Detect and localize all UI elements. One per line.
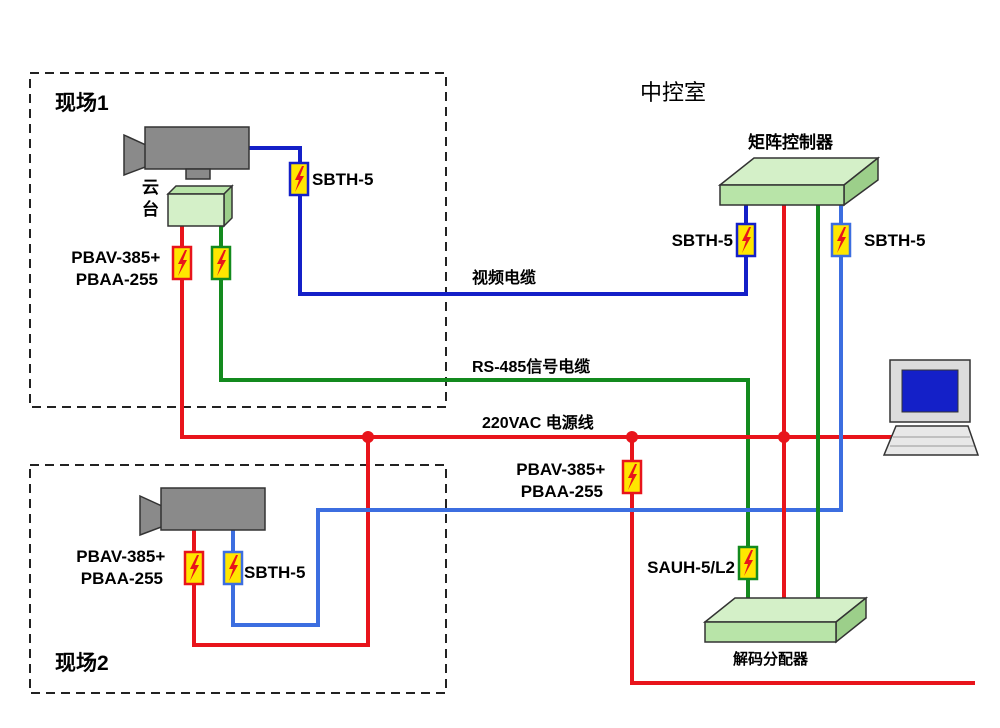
- lightning-icon: [295, 166, 304, 192]
- power-line-label: 220VAC 电源线: [482, 413, 594, 432]
- pbav-site2-line2: PBAA-255: [81, 569, 163, 588]
- sbth-site1-video-protector: [288, 161, 310, 197]
- ptz-label-line: 台: [142, 199, 159, 219]
- power-junction: [778, 431, 790, 443]
- ptz-label: 云 台: [142, 178, 164, 219]
- site2-title: 现场2: [55, 652, 109, 675]
- decoder-icon: [702, 596, 869, 644]
- rs485-cable-label: RS-485信号电缆: [472, 357, 590, 376]
- sbth-matrix-left-protector: [735, 222, 757, 258]
- pbav-center-protector: [621, 459, 643, 495]
- sauh-protector: [737, 545, 759, 581]
- lightning-icon: [178, 250, 187, 276]
- control-room-title: 中控室: [640, 80, 706, 105]
- sbth-site1-video-label: SBTH-5: [312, 170, 373, 189]
- lightning-icon: [837, 227, 846, 253]
- decoder-label: 解码分配器: [733, 650, 809, 668]
- site1-camera-icon: [123, 126, 250, 180]
- pbav-site1-label: PBAV-385+ PBAA-255: [71, 248, 165, 289]
- video-cable-label: 视频电缆: [472, 268, 536, 287]
- matrix-label: 矩阵控制器: [748, 132, 834, 152]
- ptz-label-line: 云: [142, 178, 159, 197]
- lightning-icon: [742, 227, 751, 253]
- sbth-matrix-right-label: SBTH-5: [864, 231, 925, 250]
- sbth-matrix-left-label: SBTH-5: [672, 231, 733, 250]
- sbth-matrix-right-protector: [830, 222, 852, 258]
- site1-video-cable: [249, 146, 748, 296]
- site2-power-cable: [192, 437, 370, 647]
- rs485-site1-protector: [210, 245, 232, 281]
- sbth-site2-label: SBTH-5: [244, 563, 305, 582]
- lightning-icon: [190, 555, 199, 581]
- site2-camera-icon: [139, 487, 266, 537]
- pbav-center-line1: PBAV-385+: [516, 460, 605, 479]
- lightning-icon: [229, 555, 238, 581]
- ptz-icon: [166, 184, 234, 228]
- pbav-site1-line1: PBAV-385+: [71, 248, 160, 267]
- sbth-site2-protector: [222, 550, 244, 586]
- site1-title: 现场1: [55, 92, 109, 115]
- pbav-center-label: PBAV-385+ PBAA-255: [516, 460, 610, 501]
- pbav-site1-line2: PBAA-255: [76, 270, 158, 289]
- pbav-site1-protector: [171, 245, 193, 281]
- pbav-site2-label: PBAV-385+ PBAA-255: [76, 547, 170, 588]
- site1-rs485-cable: [219, 222, 750, 610]
- power-junction: [362, 431, 374, 443]
- site2-video-cable: [231, 197, 843, 627]
- pbav-site2-line1: PBAV-385+: [76, 547, 165, 566]
- pbav-site2-protector: [183, 550, 205, 586]
- site2-zone-box: [29, 464, 447, 694]
- lightning-icon: [217, 250, 226, 276]
- main-power-line: [180, 222, 900, 439]
- matrix-controller-icon: [717, 156, 881, 207]
- lightning-icon: [628, 464, 637, 490]
- site1-zone-box: [29, 72, 447, 408]
- sauh-label: SAUH-5/L2: [647, 558, 735, 577]
- center-power-cable: [630, 437, 975, 685]
- computer-icon: [882, 359, 980, 456]
- pbav-center-line2: PBAA-255: [521, 482, 603, 501]
- power-junction: [626, 431, 638, 443]
- lightning-icon: [744, 550, 753, 576]
